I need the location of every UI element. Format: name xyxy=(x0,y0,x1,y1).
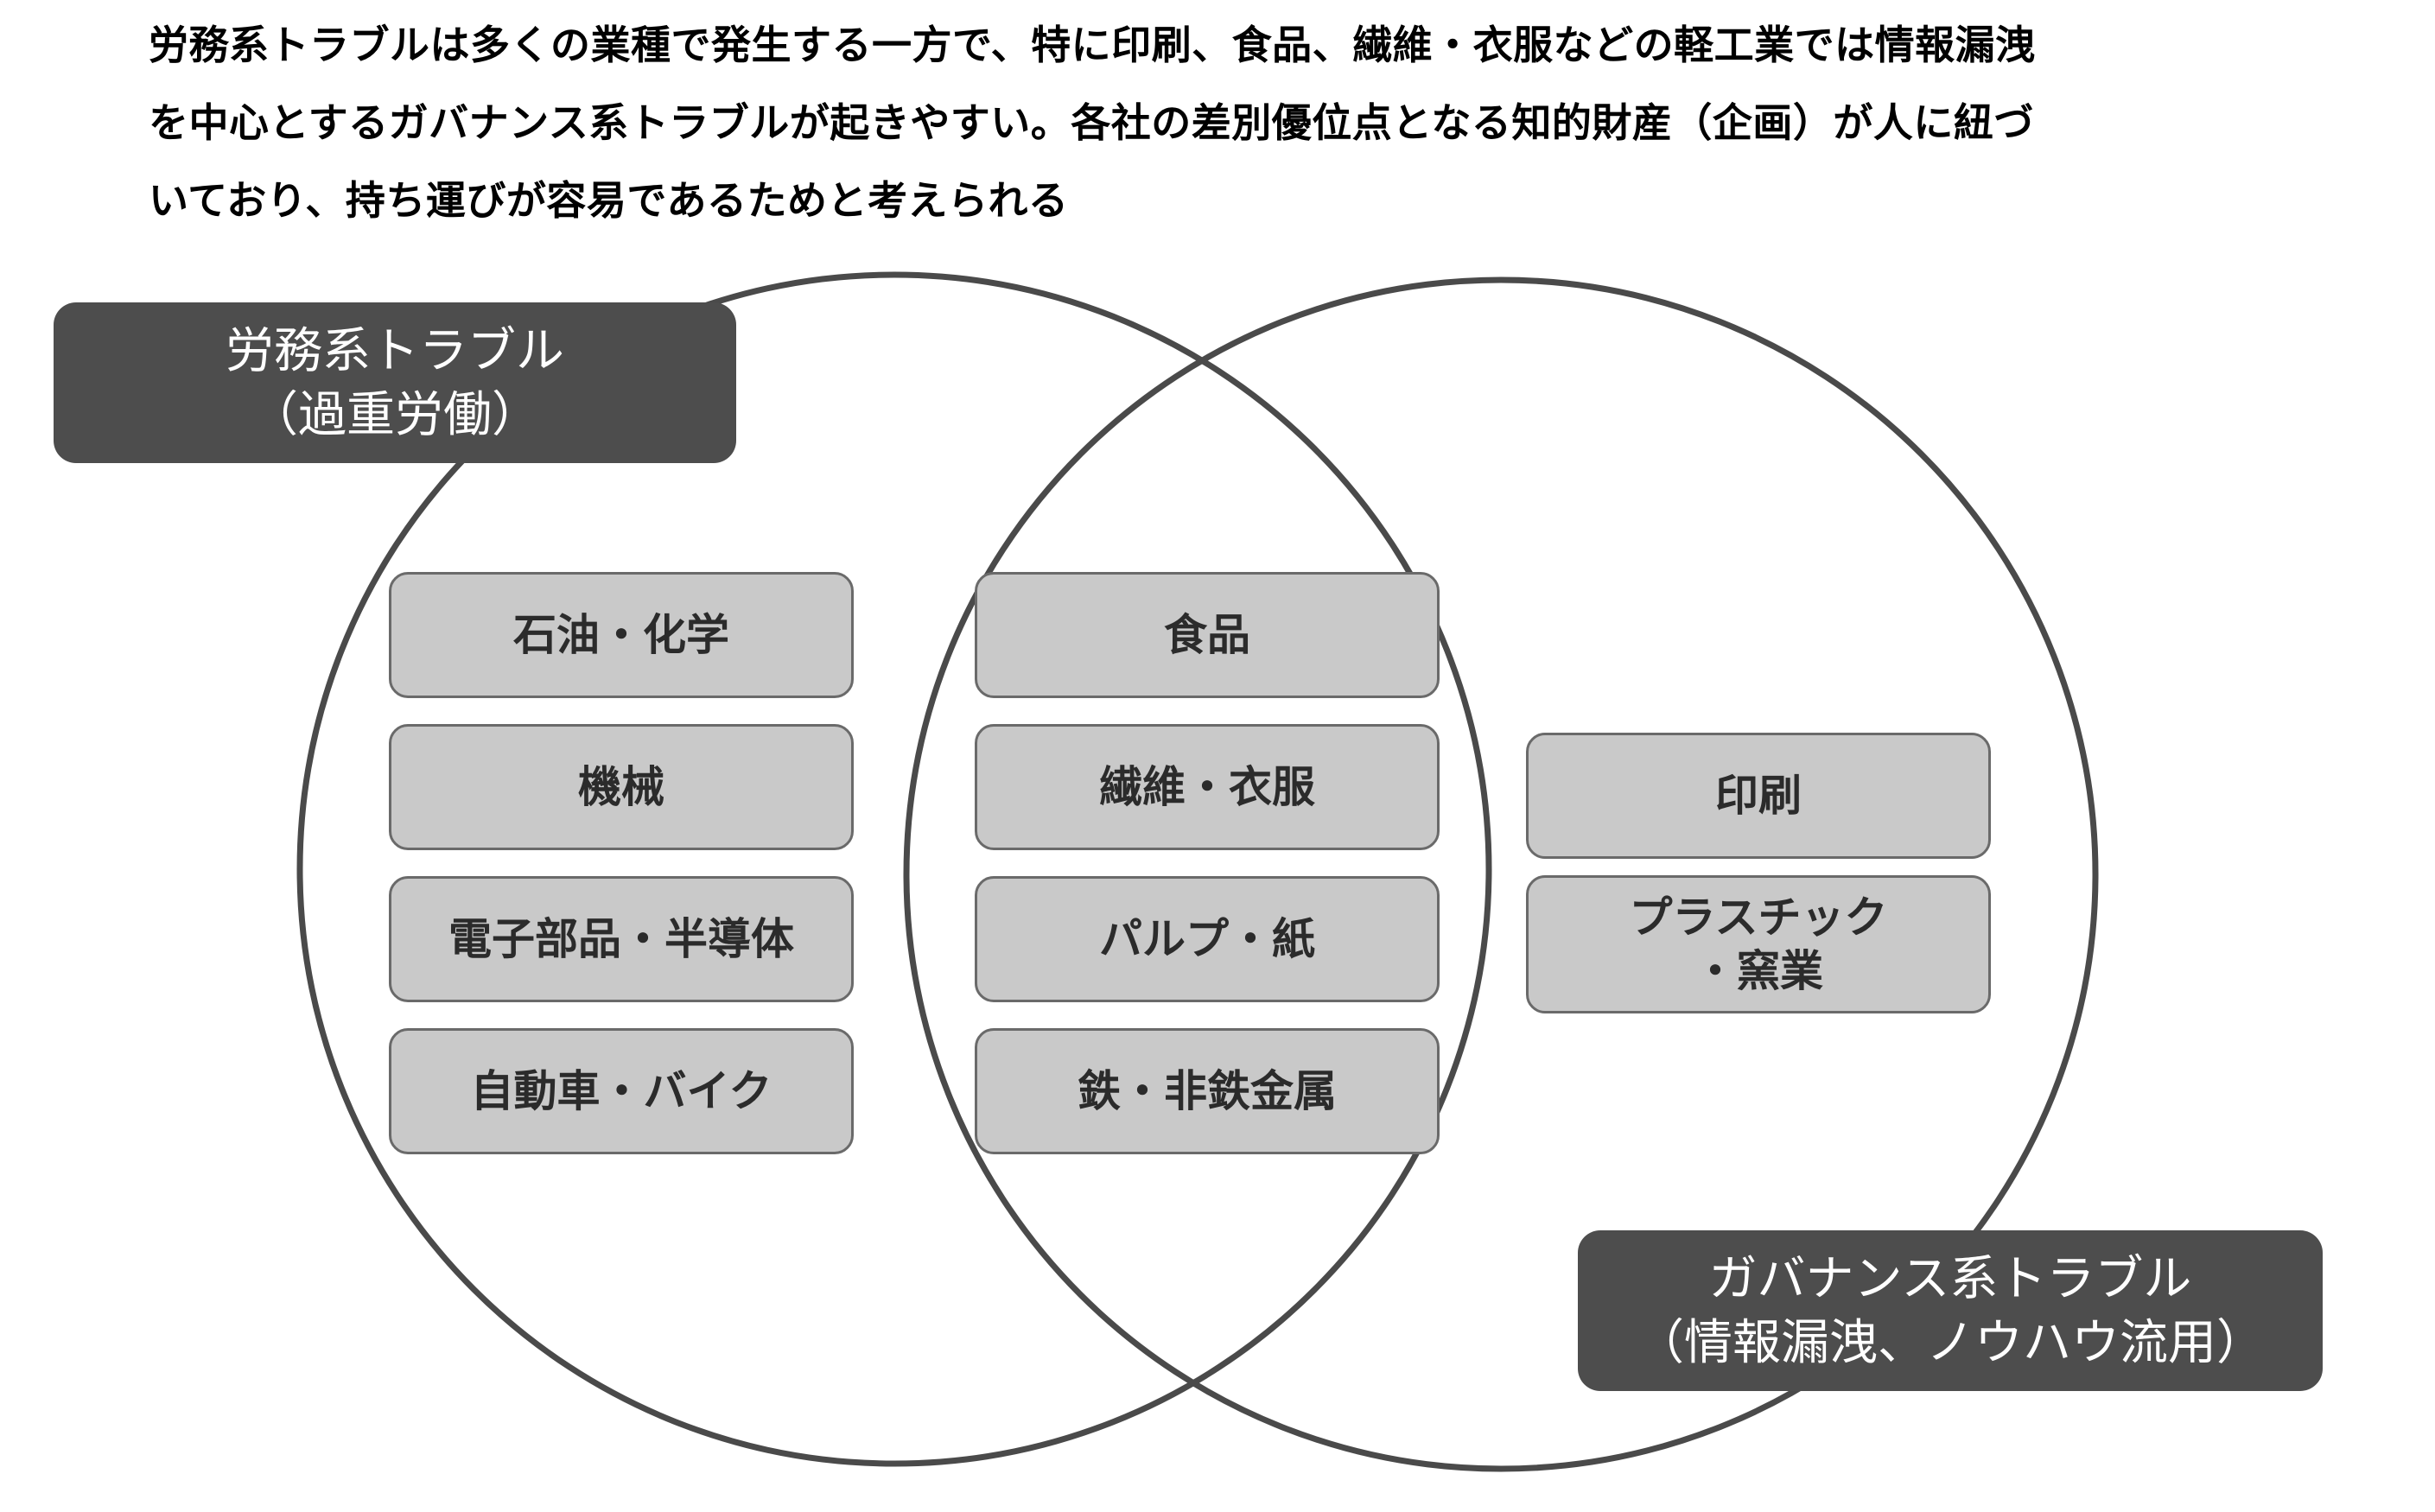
chip-label: 食品 xyxy=(1164,611,1250,659)
group-label-right-line1: ガバナンス系トラブル xyxy=(1708,1251,2192,1306)
chip-label: 自動車・バイク xyxy=(470,1067,772,1115)
chip-left-1[interactable]: 石油・化学 xyxy=(389,572,854,698)
chip-label: プラスチック xyxy=(1629,893,1888,942)
group-label-left-line2: （過重労働） xyxy=(250,387,540,442)
chip-label: 繊維・衣服 xyxy=(1099,763,1315,811)
chip-label: 石油・化学 xyxy=(513,611,729,659)
group-label-right-line2: （情報漏洩、ノウハウ流用） xyxy=(1636,1315,2265,1369)
header-line-3: いており、持ち運びが容易であるためと考えられる xyxy=(149,179,1069,223)
header-line-1: 労務系トラブルは多くの業種で発生する一方で、特に印刷、食品、繊維・衣服などの軽工… xyxy=(149,23,2036,67)
group-label-left[interactable]: 労務系トラブル （過重労働） xyxy=(54,302,736,463)
chip-label: 電子部品・半導体 xyxy=(448,915,794,963)
chip-overlap-3[interactable]: パルプ・紙 xyxy=(975,876,1440,1002)
chip-overlap-1[interactable]: 食品 xyxy=(975,572,1440,698)
venn-circle-left xyxy=(296,271,1492,1467)
chip-label: 機械 xyxy=(578,763,664,811)
chip-left-4[interactable]: 自動車・バイク xyxy=(389,1028,854,1154)
chip-left-3[interactable]: 電子部品・半導体 xyxy=(389,876,854,1002)
chip-right-1[interactable]: 印刷 xyxy=(1526,733,1991,859)
chip-label: パルプ・紙 xyxy=(1099,915,1315,963)
venn-circle-right xyxy=(903,276,2099,1472)
header-paragraph: 労務系トラブルは多くの業種で発生する一方で、特に印刷、食品、繊維・衣服などの軽工… xyxy=(149,7,2309,240)
group-label-right[interactable]: ガバナンス系トラブル （情報漏洩、ノウハウ流用） xyxy=(1578,1230,2323,1391)
chip-label-second-line: ・窯業 xyxy=(1694,947,1823,995)
chip-overlap-4[interactable]: 鉄・非鉄金属 xyxy=(975,1028,1440,1154)
header-line-2: を中心とするガバナンス系トラブルが起きやすい。各社の差別優位点となる知的財産（企… xyxy=(149,101,2034,145)
chip-right-2[interactable]: プラスチック ・窯業 xyxy=(1526,875,1991,1013)
chip-label: 印刷 xyxy=(1715,772,1802,820)
chip-overlap-2[interactable]: 繊維・衣服 xyxy=(975,724,1440,850)
chip-left-2[interactable]: 機械 xyxy=(389,724,854,850)
group-label-left-line1: 労務系トラブル xyxy=(226,323,564,378)
chip-label: 鉄・非鉄金属 xyxy=(1078,1067,1337,1115)
